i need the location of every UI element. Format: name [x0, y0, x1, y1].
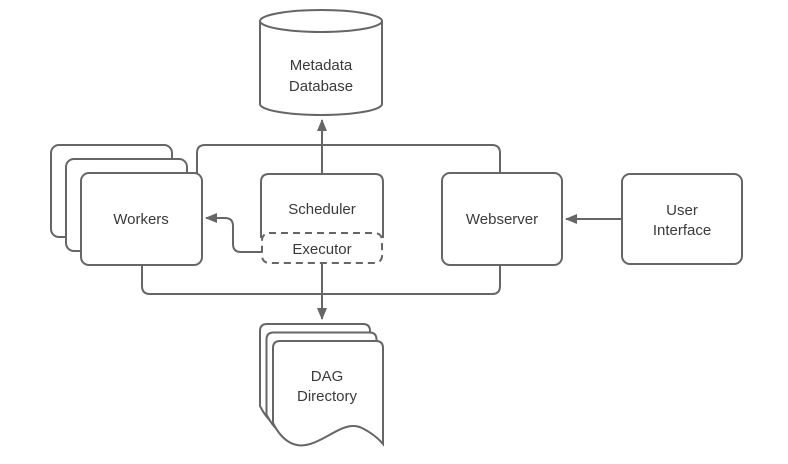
scheduler-label: Scheduler: [288, 201, 356, 218]
executor-label: Executor: [292, 241, 351, 258]
user-interface-box: [621, 173, 743, 265]
edge-executor-to-workers: [205, 213, 262, 253]
executor-node: Executor: [261, 232, 383, 264]
webserver-node: Webserver: [441, 172, 563, 266]
dag-stack-front: [272, 340, 384, 447]
arrows: [205, 119, 622, 320]
webserver-label: Webserver: [466, 211, 538, 228]
dag-directory-node: DAG Directory: [259, 323, 384, 447]
workers-stack-front: [80, 172, 203, 266]
scheduler-node: Scheduler: [260, 173, 384, 238]
webserver-box: [441, 172, 563, 266]
metadata-database-label-line2: Database: [289, 78, 353, 95]
edge-top-bus: [196, 144, 501, 173]
metadata-database-label-line1: Metadata: [290, 57, 353, 74]
metadata-database-node: Metadata Database: [259, 9, 383, 116]
workers-node: Workers: [50, 144, 203, 266]
user-interface-label-line1: User: [666, 202, 698, 219]
user-interface-label-line2: Interface: [653, 222, 711, 239]
database-cylinder-rim: [259, 20, 383, 33]
dag-directory-label-line2: Directory: [297, 388, 358, 405]
database-cylinder: [259, 9, 383, 116]
workers-label: Workers: [113, 211, 169, 228]
dag-directory-label-line1: DAG: [311, 368, 344, 385]
user-interface-node: User Interface: [621, 173, 743, 265]
